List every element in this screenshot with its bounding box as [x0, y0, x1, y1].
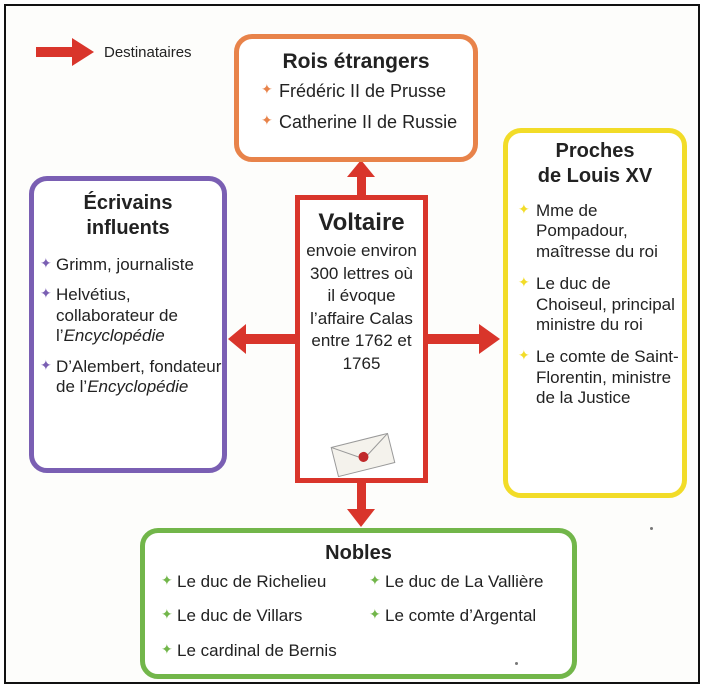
ecrivains-list: ✦Grimm, journaliste ✦Helvétius, collabor…: [34, 255, 222, 397]
voltaire-body: envoie environ 300 lettres où il évoque …: [306, 241, 417, 374]
rois-etrangers-box: Rois étrangers ✦Frédéric II de Prusse ✦C…: [234, 34, 478, 162]
list-item: ✦Catherine II de Russie: [261, 111, 458, 132]
bullet-icon: ✦: [40, 356, 52, 373]
bullet-icon: ✦: [369, 572, 381, 588]
bullet-icon: ✦: [40, 285, 52, 302]
list-item: ✦Le duc de Choiseul, principal ministre …: [518, 274, 675, 334]
bullet-icon: ✦: [518, 201, 530, 217]
bullet-icon: ✦: [161, 606, 173, 623]
bullet-icon: ✦: [40, 255, 52, 271]
nobles-title: Nobles: [325, 542, 392, 564]
list-item: ✦Le duc de Richelieu: [161, 572, 327, 591]
bullet-icon: ✦: [518, 347, 530, 364]
list-item: ✦Le comte d’Argental: [369, 606, 537, 626]
nobles-list-col1: ✦Le duc de Richelieu ✦Le duc de Villars …: [159, 572, 367, 675]
print-speck: [650, 527, 653, 530]
list-item: ✦Le duc de La Vallière: [369, 572, 544, 591]
list-item: ✦Mme de Pompadour, maîtresse du roi: [518, 201, 658, 261]
list-item: ✦D’Alembert, fondateur de l’Encyclopédie: [40, 356, 222, 396]
bullet-icon: ✦: [261, 111, 273, 128]
proches-list: ✦Mme de Pompadour, maîtresse du roi ✦Le …: [508, 201, 682, 409]
bullet-icon: ✦: [161, 640, 173, 657]
bullet-icon: ✦: [518, 274, 530, 291]
bullet-icon: ✦: [161, 572, 173, 588]
rois-list: ✦Frédéric II de Prusse ✦Catherine II de …: [239, 81, 473, 133]
rois-title: Rois étrangers: [282, 50, 430, 73]
list-item: ✦Le comte de Saint-Florentin, ministre d…: [518, 347, 679, 408]
list-item: ✦Le duc de Villars: [161, 606, 303, 626]
list-item: ✦Frédéric II de Prusse: [261, 81, 447, 102]
envelope-icon: [330, 432, 396, 478]
list-item: ✦Grimm, journaliste: [40, 255, 194, 274]
nobles-box: Nobles ✦Le duc de Richelieu ✦Le duc de V…: [140, 528, 577, 679]
list-item: ✦Helvétius, collaborateur de l’Encyclopé…: [40, 285, 178, 346]
list-item: ✦Le cardinal de Bernis: [161, 640, 337, 660]
bullet-icon: ✦: [261, 81, 273, 98]
print-speck: [515, 662, 518, 665]
legend-label: Destinataires: [104, 43, 192, 61]
legend: Destinataires: [36, 40, 192, 64]
bullet-icon: ✦: [369, 606, 381, 623]
voltaire-box: Voltaire envoie environ 300 lettres où i…: [295, 195, 428, 483]
nobles-list-col2: ✦Le duc de La Vallière ✦Le comte d’Argen…: [367, 572, 543, 675]
voltaire-title: Voltaire: [318, 209, 405, 236]
